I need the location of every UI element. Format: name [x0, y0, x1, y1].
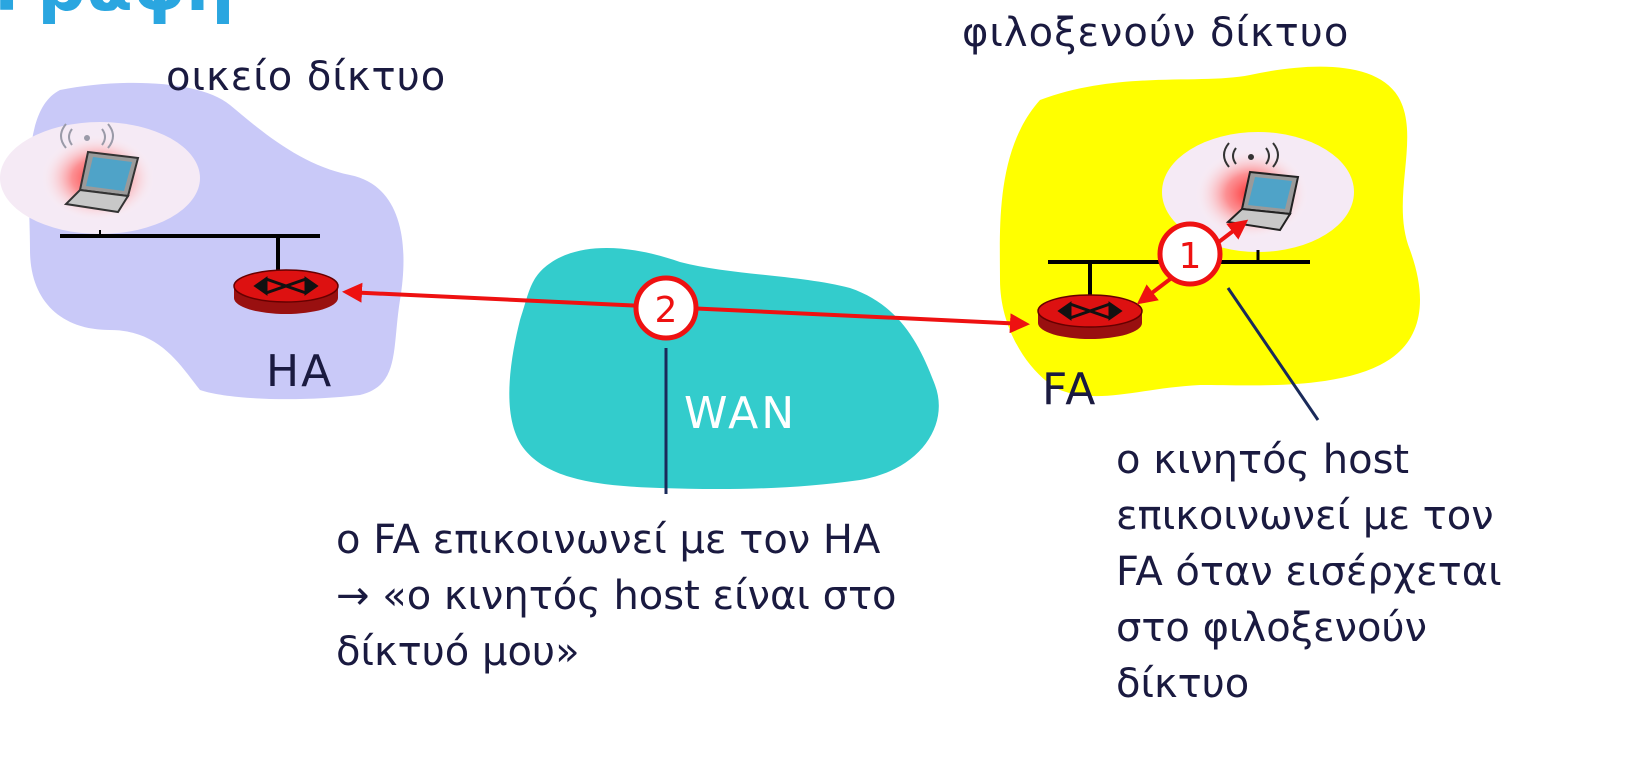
- wireless-signal-icon: [60, 123, 114, 149]
- caption-line: στο φιλοξενούν: [1116, 605, 1427, 651]
- router-arrows-icon: [1057, 301, 1123, 321]
- caption-line: ο κινητός host: [1116, 437, 1410, 483]
- step-2-number: 2: [655, 290, 678, 331]
- foreign-agent-router: [1037, 294, 1143, 339]
- wan-label: WAN: [684, 388, 798, 439]
- home-mobile-host: [0, 122, 200, 234]
- home-network-label: οικείο δίκτυο: [166, 54, 447, 100]
- wan-cloud: [509, 247, 939, 490]
- caption-line: FA όταν εισέρχεται: [1116, 549, 1502, 595]
- caption-line: δίκτυο: [1116, 661, 1250, 707]
- router-arrows-icon: [253, 276, 319, 296]
- laptop-icon: [1225, 170, 1300, 232]
- foreign-agent-label: FA: [1042, 364, 1098, 415]
- step-1-marker: 1: [1157, 221, 1223, 287]
- step-1-number: 1: [1179, 236, 1202, 277]
- home-agent-label: HA: [266, 346, 334, 397]
- step-2-marker: 2: [633, 275, 699, 341]
- home-lan-bus: [60, 230, 320, 276]
- caption-line: → «ο κινητός host είναι στο: [336, 573, 897, 619]
- laptop-icon: [63, 150, 140, 214]
- caption-line: ο FA επικοινωνεί με τον HA: [336, 517, 881, 563]
- mobile-host-caption: ο κινητός host επικοινωνεί με τον FA ότα…: [1116, 432, 1502, 712]
- foreign-network-label: φιλοξενούν δίκτυο: [962, 10, 1350, 56]
- slide-title: Γραφή: [0, 0, 234, 27]
- home-agent-router: [233, 269, 339, 314]
- caption-line: δίκτυό μου»: [336, 629, 580, 675]
- host-fa-callout-line: [1226, 287, 1320, 421]
- caption-line: επικοινωνεί με τον: [1116, 493, 1494, 539]
- wireless-signal-icon: [1223, 142, 1279, 168]
- fa-ha-caption: ο FA επικοινωνεί με τον HA → «ο κινητός …: [336, 512, 897, 680]
